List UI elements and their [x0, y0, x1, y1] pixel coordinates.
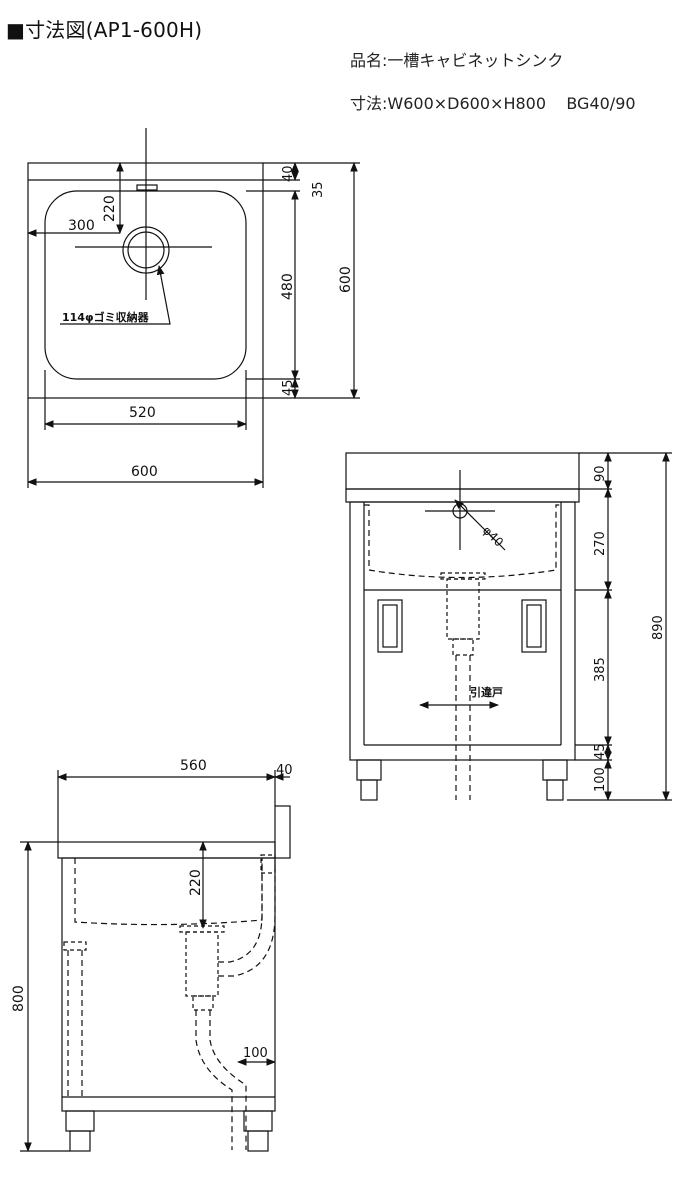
side-dim-40-label: 40 [276, 763, 293, 778]
side-view [20, 770, 291, 1152]
dim-300-label: 300 [68, 218, 95, 234]
front-view-leg-right-foot [546, 779, 564, 801]
front-view-handle-right-outer [521, 599, 547, 653]
front-dim-45-label: 45 [593, 743, 608, 760]
side-view-drain-body [185, 931, 219, 997]
top-view-faucet-hole [136, 184, 158, 191]
side-view-sink-bowl [74, 858, 263, 926]
front-dim-890-label: 890 [651, 615, 666, 640]
side-view-backguard [274, 805, 291, 859]
side-view-leg-left [65, 1110, 95, 1132]
product-name-line: 品名:一槽キャビネットシンク [350, 47, 563, 71]
side-dim-100-label: 100 [243, 1046, 268, 1061]
side-view-overflow-pipe [218, 860, 263, 963]
dim-600-horizontal-label: 600 [131, 464, 158, 480]
drain-label: 114φゴミ収納器 [62, 310, 150, 324]
front-dim-385-label: 385 [593, 657, 608, 682]
product-name-value: 一槽キャビネットシンク [387, 51, 564, 70]
side-view-left-post [63, 941, 87, 951]
dim-40-label: 40 [281, 165, 296, 182]
front-view-backguard [345, 452, 580, 490]
dim-480-label: 480 [280, 273, 296, 300]
front-view-sink-bowl [364, 504, 561, 579]
front-dim-270-label: 270 [593, 531, 608, 556]
side-view-drain-pipe-right [209, 1010, 247, 1150]
front-view-handle-right-inner [526, 604, 542, 648]
side-dim-800-label: 800 [11, 985, 27, 1012]
drain-label-leader [60, 265, 171, 325]
dimension-spec-line: 寸法:W600×D600×H800 BG40/90 [350, 90, 636, 114]
front-view-faucet-leader [454, 499, 506, 551]
front-view-leg-right [542, 759, 568, 781]
dim-520-label: 520 [129, 405, 156, 421]
side-dim-560-label: 560 [180, 758, 207, 774]
top-view-drain-inner [127, 231, 165, 269]
front-view-trap [452, 638, 474, 656]
product-name-label: 品名: [350, 51, 388, 70]
front-view-handle-left-inner [382, 604, 398, 648]
dimension-spec-value: W600×D600×H800 BG40/90 [387, 94, 636, 113]
front-view-leg-left [356, 759, 382, 781]
dim-45-label-top: 45 [281, 379, 296, 396]
side-view-trap [192, 995, 214, 1011]
side-dim-220-label: 220 [188, 869, 204, 896]
dim-220-label: 220 [102, 195, 118, 222]
front-view-drain-flange [440, 572, 486, 580]
side-view-cabinet [61, 857, 276, 1112]
side-view-drain-pipe-left [195, 1010, 233, 1150]
front-faucet-label: φ40 [480, 523, 506, 549]
side-view-overflow-cap [260, 854, 276, 874]
dimension-spec-label: 寸法: [350, 94, 388, 113]
side-view-leg-right [243, 1110, 273, 1132]
front-view-drain-body [446, 578, 480, 640]
side-view-leg-left-foot [69, 1130, 91, 1152]
front-view-leg-left-foot [360, 779, 378, 801]
side-view-leg-right-foot [247, 1130, 269, 1152]
front-view-counter-lip [345, 488, 580, 503]
front-view-handle-left-outer [377, 599, 403, 653]
side-view-counter [57, 841, 276, 859]
side-view-drain-flange [179, 925, 225, 933]
front-view [345, 452, 672, 801]
page-title: ■寸法図(AP1-600H) [6, 18, 203, 42]
dim-600-vertical-label: 600 [338, 266, 354, 293]
side-view-overflow-pipe-outer [218, 860, 276, 977]
front-dim-90-label: 90 [593, 465, 608, 482]
front-dim-100-label: 100 [593, 767, 608, 792]
top-view [27, 128, 360, 488]
front-door-label: 引違戸 [470, 685, 503, 699]
dim-35-label: 35 [311, 181, 326, 198]
top-view-drain-outer [122, 226, 170, 274]
